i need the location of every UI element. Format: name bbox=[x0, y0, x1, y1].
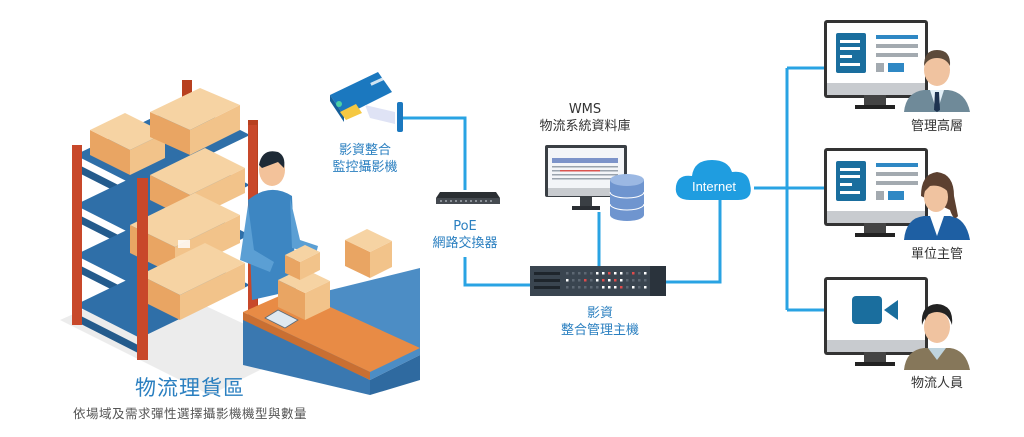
link-switch-to-nvr bbox=[463, 257, 530, 287]
video-camera-icon bbox=[852, 296, 898, 324]
poe-switch-label-line2: 網路交換器 bbox=[432, 236, 498, 251]
nvr-led-dot bbox=[614, 286, 617, 289]
nvr-led-dot bbox=[620, 272, 623, 275]
nvr-led-dot bbox=[596, 279, 599, 282]
client-monitor-2 bbox=[824, 148, 928, 237]
nvr-led-dot bbox=[578, 272, 581, 275]
nvr-led-dot bbox=[620, 279, 623, 282]
nvr-led-dot bbox=[644, 279, 647, 282]
nvr-led-dot bbox=[590, 272, 593, 275]
nvr-led-dot bbox=[608, 272, 611, 275]
nvr-led-dot bbox=[590, 279, 593, 282]
nvr-led-dot bbox=[614, 272, 617, 275]
nvr-led-dot bbox=[644, 272, 647, 275]
client-label-1: 管理高層 bbox=[910, 119, 963, 134]
nvr-led-dot bbox=[626, 279, 629, 282]
connection-lines bbox=[402, 66, 826, 312]
nvr-led-dot bbox=[626, 272, 629, 275]
nvr-led-dot bbox=[578, 279, 581, 282]
client-label-2: 單位主管 bbox=[910, 247, 963, 262]
nvr-led-dot bbox=[638, 286, 641, 289]
nvr-host-illustration bbox=[530, 266, 666, 296]
poe-switch-label: PoE 網路交換器 bbox=[420, 218, 510, 252]
nvr-host-label-line2: 整合管理主機 bbox=[560, 323, 639, 338]
nvr-host-label-line1: 影資 bbox=[586, 306, 613, 321]
warehouse-title: 物流理貨區 bbox=[135, 376, 245, 400]
nvr-led-dot bbox=[608, 286, 611, 289]
client-label-3: 物流人員 bbox=[910, 376, 963, 391]
nvr-led-dot bbox=[566, 279, 569, 282]
link-nvr-to-internet bbox=[666, 200, 722, 284]
nvr-led-dot bbox=[584, 286, 587, 289]
nvr-host-label: 影資 整合管理主機 bbox=[545, 305, 655, 339]
nvr-led-dot bbox=[614, 279, 617, 282]
camera-illustration bbox=[330, 72, 403, 132]
nvr-led-dot bbox=[602, 286, 605, 289]
nvr-led-dot bbox=[632, 272, 635, 275]
database-icon bbox=[609, 174, 645, 221]
nvr-led-dot bbox=[584, 272, 587, 275]
nvr-led-dot bbox=[602, 279, 605, 282]
wms-monitor-illustration bbox=[545, 145, 627, 210]
nvr-led-dot bbox=[572, 286, 575, 289]
nvr-led-dot bbox=[578, 286, 581, 289]
nvr-led-dot bbox=[596, 272, 599, 275]
nvr-led-dot bbox=[566, 286, 569, 289]
nvr-led-dot bbox=[644, 286, 647, 289]
wms-label: WMS 物流系統資料庫 bbox=[525, 101, 645, 135]
nvr-led-dot bbox=[638, 272, 641, 275]
camera-label: 影資整合 監控攝影機 bbox=[325, 142, 405, 176]
link-camera-to-switch bbox=[402, 116, 467, 190]
poe-switch-label-line1: PoE bbox=[453, 219, 477, 234]
avatar-supervisor bbox=[904, 172, 970, 240]
nvr-led-dot bbox=[632, 279, 635, 282]
avatar-executive bbox=[904, 50, 970, 112]
nvr-led-dot bbox=[572, 279, 575, 282]
client-monitor-1 bbox=[824, 20, 928, 109]
internet-cloud-icon: Internet bbox=[675, 160, 751, 200]
nvr-led-dot bbox=[602, 272, 605, 275]
warehouse-subtitle: 依場域及需求彈性選擇攝影機機型與數量 bbox=[72, 406, 307, 421]
internet-label: Internet bbox=[692, 179, 736, 194]
nvr-led-dot bbox=[620, 286, 623, 289]
camera-label-line2: 監控攝影機 bbox=[332, 160, 398, 175]
nvr-led-dot bbox=[632, 286, 635, 289]
nvr-led-dot bbox=[608, 279, 611, 282]
nvr-led-dot bbox=[584, 279, 587, 282]
wms-label-line1: WMS bbox=[568, 102, 602, 117]
nvr-led-dot bbox=[572, 272, 575, 275]
nvr-led-dot bbox=[626, 286, 629, 289]
camera-label-line1: 影資整合 bbox=[338, 143, 391, 158]
wms-label-line2: 物流系統資料庫 bbox=[539, 119, 631, 134]
nvr-led-dot bbox=[590, 286, 593, 289]
warehouse-shelf-illustration bbox=[60, 80, 300, 395]
worker-packing-illustration bbox=[240, 151, 420, 395]
nvr-led-dot bbox=[596, 286, 599, 289]
poe-switch-illustration bbox=[436, 192, 500, 204]
nvr-led-dot bbox=[566, 272, 569, 275]
avatar-logistics-staff bbox=[904, 304, 970, 370]
nvr-led-dot bbox=[638, 279, 641, 282]
